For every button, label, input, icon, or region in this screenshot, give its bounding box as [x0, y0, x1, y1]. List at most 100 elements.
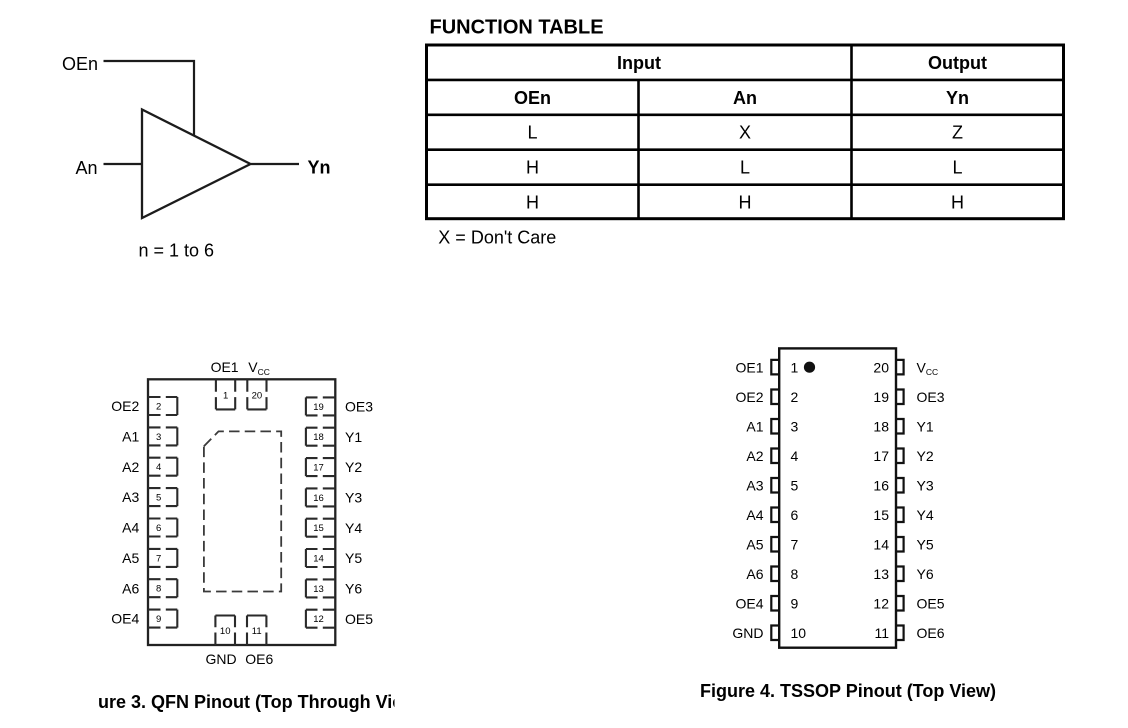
svg-text:Y5: Y5: [345, 550, 362, 566]
svg-text:11: 11: [874, 625, 889, 641]
svg-text:A6: A6: [122, 580, 139, 596]
svg-text:Y4: Y4: [917, 507, 934, 523]
svg-text:7: 7: [791, 536, 799, 552]
svg-text:A2: A2: [746, 448, 763, 464]
svg-text:H: H: [739, 192, 752, 212]
svg-text:OEn: OEn: [62, 54, 98, 74]
svg-text:2: 2: [156, 402, 161, 413]
svg-text:Figure 3. QFN Pinout (Top Thro: Figure 3. QFN Pinout (Top Through View): [71, 692, 422, 712]
svg-text:GND: GND: [205, 651, 236, 667]
svg-text:OE4: OE4: [111, 611, 139, 627]
svg-text:8: 8: [791, 566, 799, 582]
svg-text:Y1: Y1: [917, 418, 934, 434]
svg-text:10: 10: [220, 626, 231, 637]
svg-text:OE1: OE1: [735, 359, 763, 375]
svg-text:OE5: OE5: [345, 611, 373, 627]
svg-text:Y3: Y3: [917, 477, 934, 493]
svg-text:15: 15: [873, 507, 889, 523]
svg-text:Yn: Yn: [946, 88, 969, 108]
svg-text:9: 9: [791, 595, 799, 611]
svg-text:17: 17: [873, 448, 889, 464]
svg-text:VCC: VCC: [917, 359, 939, 377]
svg-text:1: 1: [223, 391, 228, 402]
svg-text:20: 20: [873, 359, 889, 375]
svg-text:12: 12: [313, 614, 324, 625]
svg-text:15: 15: [313, 523, 324, 534]
svg-text:A6: A6: [746, 566, 763, 582]
svg-text:20: 20: [252, 391, 263, 402]
svg-text:9: 9: [156, 614, 161, 625]
svg-text:3: 3: [156, 432, 161, 443]
svg-text:OE2: OE2: [735, 389, 763, 405]
svg-text:VCC: VCC: [248, 359, 270, 377]
svg-text:19: 19: [313, 402, 324, 413]
svg-text:A3: A3: [746, 477, 763, 493]
svg-text:7: 7: [156, 553, 161, 564]
svg-text:Input: Input: [617, 53, 661, 73]
svg-text:A1: A1: [122, 429, 139, 445]
svg-text:X = Don't Care: X = Don't Care: [438, 227, 556, 247]
svg-text:OE5: OE5: [917, 595, 945, 611]
svg-text:H: H: [526, 158, 539, 178]
svg-text:L: L: [527, 123, 537, 143]
svg-text:4: 4: [791, 448, 799, 464]
svg-text:5: 5: [156, 493, 161, 504]
svg-text:1: 1: [791, 359, 799, 375]
svg-text:11: 11: [252, 626, 262, 637]
svg-text:6: 6: [791, 507, 799, 523]
svg-text:8: 8: [156, 584, 161, 595]
svg-text:12: 12: [873, 595, 889, 611]
svg-text:Z: Z: [952, 123, 963, 143]
svg-text:A2: A2: [122, 459, 139, 475]
svg-text:18: 18: [873, 418, 889, 434]
svg-text:16: 16: [873, 477, 889, 493]
svg-text:16: 16: [313, 493, 324, 504]
svg-text:Y1: Y1: [345, 429, 362, 445]
svg-text:OE3: OE3: [917, 389, 945, 405]
svg-text:GND: GND: [732, 625, 763, 641]
svg-text:Output: Output: [928, 53, 987, 73]
svg-text:Y5: Y5: [917, 536, 934, 552]
svg-text:10: 10: [791, 625, 807, 641]
svg-text:A4: A4: [746, 507, 763, 523]
svg-text:FUNCTION TABLE: FUNCTION TABLE: [430, 16, 604, 38]
svg-text:13: 13: [313, 584, 324, 595]
svg-text:14: 14: [873, 536, 889, 552]
svg-text:A5: A5: [122, 550, 139, 566]
svg-text:An: An: [75, 158, 97, 178]
svg-text:L: L: [952, 158, 962, 178]
svg-text:14: 14: [313, 554, 324, 565]
svg-text:OE6: OE6: [245, 651, 273, 667]
svg-text:Y6: Y6: [345, 581, 362, 597]
svg-text:H: H: [526, 192, 539, 212]
svg-text:A1: A1: [746, 418, 763, 434]
svg-text:OE6: OE6: [917, 625, 945, 641]
svg-text:OEn: OEn: [514, 88, 551, 108]
svg-text:L: L: [740, 158, 750, 178]
svg-text:6: 6: [156, 523, 161, 534]
svg-text:Y6: Y6: [917, 566, 934, 582]
svg-text:OE2: OE2: [111, 398, 139, 414]
svg-text:17: 17: [313, 463, 324, 474]
svg-text:Y3: Y3: [345, 490, 362, 506]
svg-text:An: An: [733, 88, 757, 108]
svg-text:A3: A3: [122, 489, 139, 505]
svg-text:2: 2: [791, 389, 799, 405]
svg-text:Yn: Yn: [308, 158, 331, 178]
svg-text:19: 19: [873, 389, 889, 405]
svg-text:Y4: Y4: [345, 520, 362, 536]
svg-text:18: 18: [313, 432, 324, 443]
svg-text:A5: A5: [746, 536, 763, 552]
svg-text:Y2: Y2: [917, 448, 934, 464]
svg-text:H: H: [951, 192, 964, 212]
svg-text:13: 13: [873, 566, 889, 582]
svg-text:4: 4: [156, 462, 161, 473]
svg-text:OE3: OE3: [345, 399, 373, 415]
svg-text:Figure 4. TSSOP Pinout (Top Vi: Figure 4. TSSOP Pinout (Top View): [700, 681, 996, 701]
svg-text:Y2: Y2: [345, 459, 362, 475]
svg-text:5: 5: [791, 477, 799, 493]
svg-text:3: 3: [791, 418, 799, 434]
svg-text:OE1: OE1: [211, 359, 239, 375]
svg-text:OE4: OE4: [735, 595, 763, 611]
svg-text:X: X: [739, 123, 751, 143]
